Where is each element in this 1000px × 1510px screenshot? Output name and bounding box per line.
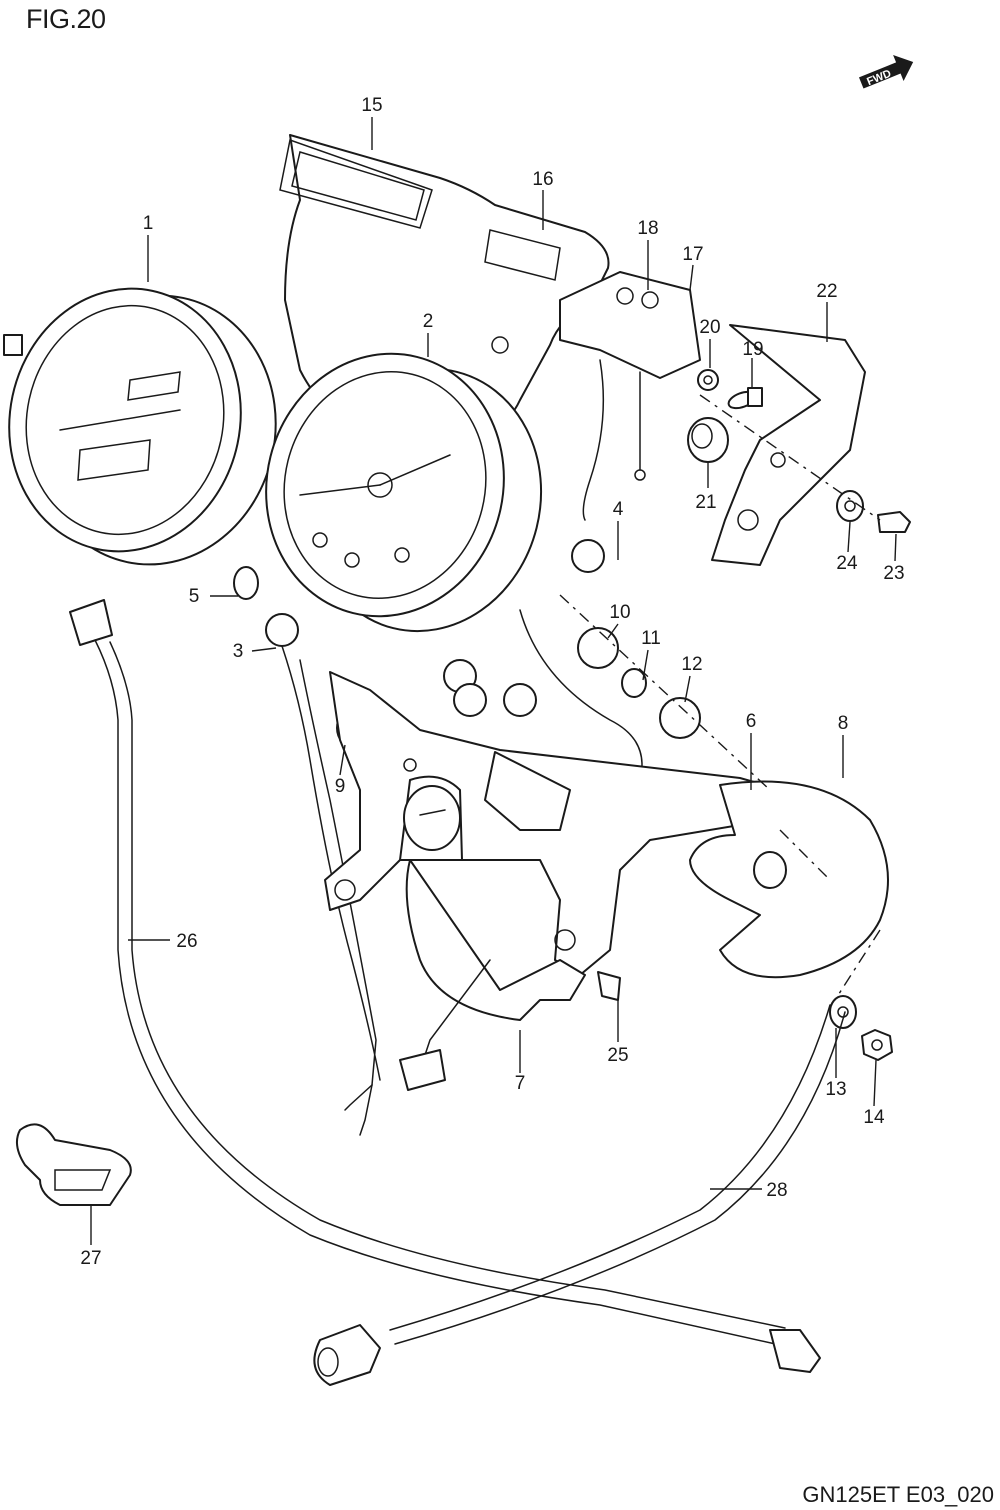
- callouts: 1 2 3 4 5 6 7 8 9 10 11 12 13 14 15 16 1…: [80, 95, 904, 1269]
- callout-25: 25: [607, 1045, 628, 1066]
- speedometer-cable: [69, 599, 821, 1373]
- callout-15: 15: [361, 95, 382, 116]
- side-cover: [711, 324, 866, 566]
- callout-17: 17: [682, 244, 703, 265]
- callout-6: 6: [746, 711, 757, 732]
- callout-14: 14: [863, 1107, 885, 1128]
- hardware-24: [836, 490, 864, 522]
- callout-3: 3: [233, 641, 244, 662]
- callout-7: 7: [515, 1073, 526, 1094]
- callout-27: 27: [80, 1248, 101, 1269]
- callout-4: 4: [613, 499, 624, 520]
- callout-5: 5: [189, 586, 200, 607]
- callout-20: 20: [699, 317, 720, 338]
- main-bracket: [324, 671, 783, 1021]
- callout-11: 11: [641, 628, 661, 649]
- callout-23: 23: [883, 563, 904, 584]
- callout-28: 28: [766, 1180, 787, 1201]
- figure-title: FIG.20: [26, 4, 106, 34]
- callout-19: 19: [742, 339, 763, 360]
- callout-8: 8: [838, 713, 849, 734]
- callout-16: 16: [532, 169, 553, 190]
- fwd-label: FWD: [865, 68, 893, 89]
- callout-21: 21: [695, 492, 716, 513]
- hardware-23: [877, 511, 911, 533]
- fwd-arrow-icon: FWD: [858, 55, 914, 89]
- callout-13: 13: [825, 1079, 846, 1100]
- callout-10: 10: [609, 602, 630, 623]
- callout-1: 1: [143, 213, 154, 234]
- callout-18: 18: [637, 218, 658, 239]
- washer-13: [829, 995, 857, 1029]
- callout-26: 26: [176, 931, 197, 952]
- hardware-20: [697, 369, 719, 391]
- meter-bracket: [559, 271, 701, 521]
- callout-2: 2: [423, 311, 434, 332]
- callout-24: 24: [836, 553, 858, 574]
- wire-connector: [344, 959, 491, 1136]
- tachometer: [265, 352, 543, 633]
- callout-12: 12: [681, 654, 702, 675]
- speedometer: [3, 287, 277, 566]
- diagram-code: GN125ET E03_020: [802, 1482, 994, 1507]
- hardware-21: [687, 417, 729, 463]
- nut-14: [861, 1029, 893, 1061]
- tachometer-cable: [313, 1004, 846, 1386]
- hardware-19: [727, 387, 763, 410]
- leader-lines: [90, 117, 897, 1245]
- bolt-25: [597, 971, 621, 1001]
- callout-9: 9: [335, 776, 346, 797]
- callout-22: 22: [816, 281, 837, 302]
- cable-guide: [15, 1123, 132, 1206]
- lamp-housing: [689, 780, 889, 979]
